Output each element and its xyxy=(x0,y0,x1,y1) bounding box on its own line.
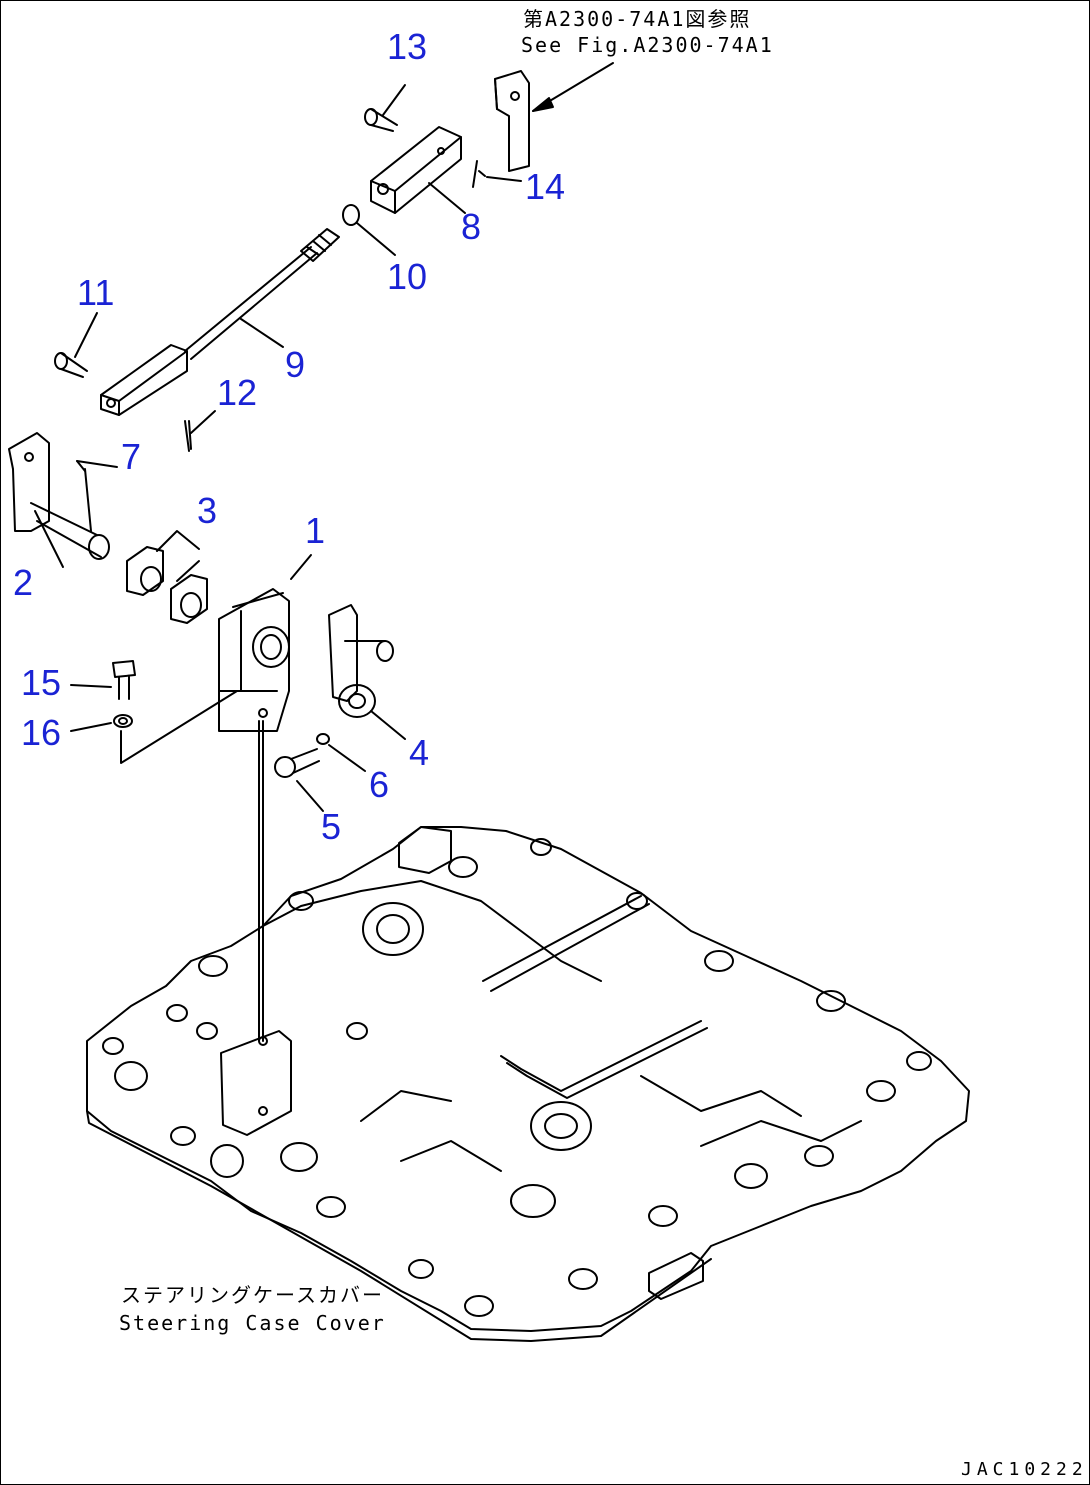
case-cover-caption-japanese: ステアリングケースカバー xyxy=(121,1283,384,1307)
callout-8: 8 xyxy=(461,206,482,247)
part-3-bushings xyxy=(126,530,208,624)
part-12-cotter xyxy=(184,410,216,452)
part-10-nut xyxy=(342,204,396,256)
callout-9: 9 xyxy=(285,344,306,385)
callout-2: 2 xyxy=(13,562,34,603)
part-11-pin xyxy=(54,312,98,378)
callout-10: 10 xyxy=(387,256,428,297)
reference-note-english: See Fig.A2300-74A1 xyxy=(521,33,774,57)
part-6-spring-washer xyxy=(316,733,366,772)
callout-11: 11 xyxy=(77,272,115,313)
part-14-lever xyxy=(472,70,530,188)
callout-3: 3 xyxy=(197,490,218,531)
part-1-bracket xyxy=(218,554,312,1042)
case-cover-caption-english: Steering Case Cover xyxy=(119,1311,386,1335)
callout-16: 16 xyxy=(21,712,62,753)
callout-7: 7 xyxy=(121,436,142,477)
callout-5: 5 xyxy=(321,806,342,847)
part-7-pin xyxy=(76,460,118,532)
callout-4: 4 xyxy=(409,732,430,773)
drawing-code: JAC10222 xyxy=(961,1459,1088,1480)
part-9-rod xyxy=(100,228,340,416)
callout-1: 1 xyxy=(305,510,326,551)
callout-15: 15 xyxy=(21,662,62,703)
steering-case-cover-outline xyxy=(86,826,970,1342)
part-15-bolt xyxy=(70,660,136,700)
part-16-washer xyxy=(70,690,238,764)
part-5-bolt xyxy=(274,748,324,812)
callout-6: 6 xyxy=(369,764,390,805)
reference-note-japanese: 第A2300-74A1図参照 xyxy=(523,7,752,31)
reference-leader xyxy=(532,62,614,112)
part-2-lever xyxy=(8,432,110,568)
part-8-clevis xyxy=(370,126,466,214)
callout-14: 14 xyxy=(525,166,566,207)
callout-12: 12 xyxy=(217,372,258,413)
part-13-pin xyxy=(364,84,406,132)
callout-13: 13 xyxy=(387,26,428,67)
part-4-arm xyxy=(328,604,406,740)
